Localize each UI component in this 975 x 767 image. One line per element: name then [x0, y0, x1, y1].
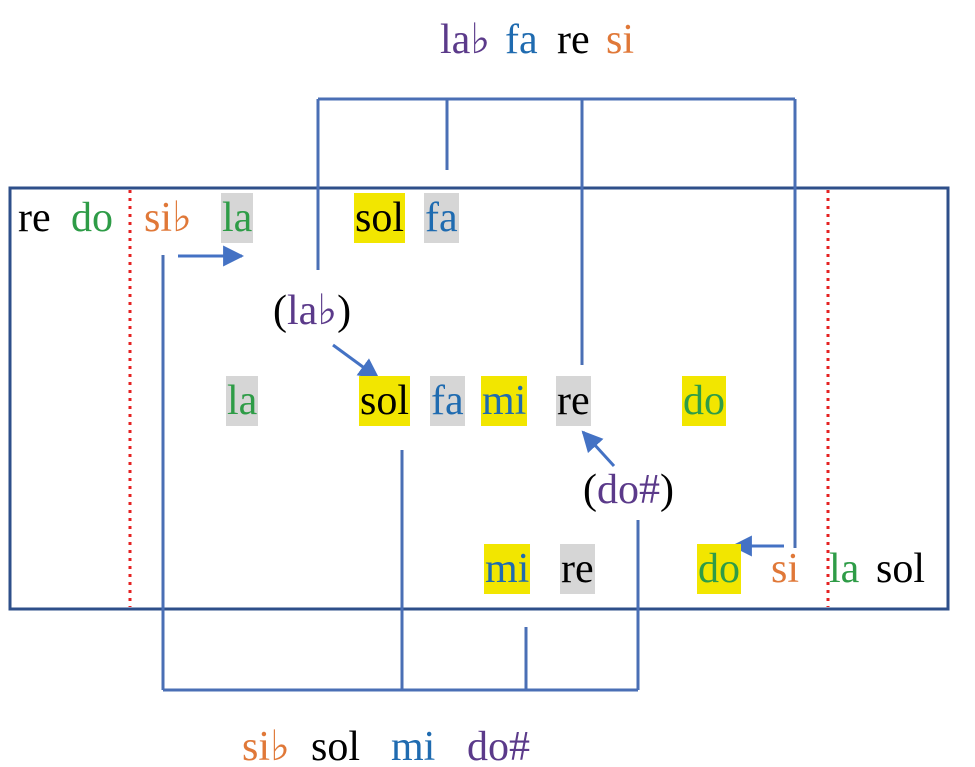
row1-note-3: si♭	[144, 195, 192, 241]
bottom-label-note-3: mi	[391, 724, 436, 767]
arrow-sharp-to-re	[581, 430, 616, 468]
sharp-alteration-note: do#	[597, 467, 660, 513]
row1-note-1: re	[18, 195, 51, 241]
bottom-bracket	[161, 255, 640, 692]
row2-note-3: fa	[430, 376, 465, 426]
flat-alteration-note: la♭	[287, 288, 338, 334]
row3-note-5: la	[829, 546, 860, 592]
row1-note-6: fa	[424, 193, 459, 243]
row1-note-4: la	[221, 193, 254, 243]
sharp-alteration-close-paren: )	[660, 467, 674, 513]
flat-alteration-open-paren: (	[273, 288, 287, 334]
arrow-flat-to-sol	[332, 343, 380, 380]
row2-note-2: sol	[359, 376, 411, 426]
top-label-note-1: la♭	[440, 17, 491, 63]
row3-note-3: do	[697, 544, 741, 594]
top-label-note-2: fa	[505, 17, 538, 63]
main-frame	[8, 186, 950, 611]
flat-alteration-close-paren: )	[337, 288, 352, 334]
row2-note-4: mi	[481, 376, 528, 426]
row1-note-2: do	[71, 195, 113, 241]
row3-note-6: sol	[876, 546, 926, 592]
top-bracket	[316, 97, 797, 548]
flat-alteration: (la♭)	[273, 286, 351, 336]
bottom-label-note-4: do#	[467, 724, 530, 767]
sharp-alteration: (do#)	[583, 465, 674, 515]
bottom-label-note-1: si♭	[242, 724, 290, 767]
row3-note-2: re	[560, 544, 595, 594]
row3-note-4: si	[771, 546, 800, 592]
sharp-alteration-open-paren: (	[583, 467, 597, 513]
row2-note-6: do	[682, 376, 726, 426]
bottom-label-note-2: sol	[311, 724, 361, 767]
top-label-note-4: si	[606, 17, 635, 63]
row2-note-1: la	[226, 376, 259, 426]
row1-note-5: sol	[354, 193, 406, 243]
row3-note-1: mi	[484, 544, 531, 594]
row2-note-5: re	[556, 376, 591, 426]
top-label-note-3: re	[557, 17, 590, 63]
